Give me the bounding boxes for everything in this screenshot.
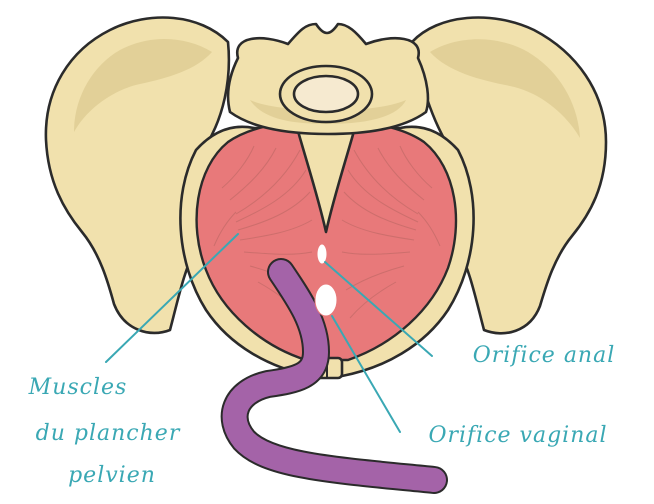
vertebra	[280, 66, 372, 122]
vaginal-orifice-shape	[315, 284, 337, 316]
label-anal-orifice: Orifice anal	[473, 343, 616, 368]
label-muscles-line2: du plancher	[36, 421, 181, 446]
label-muscles-line3: pelvien	[68, 463, 156, 488]
label-muscles-line1: Muscles	[28, 375, 128, 400]
label-vaginal-orifice: Orifice vaginal	[428, 423, 607, 448]
anal-orifice-shape	[317, 244, 327, 264]
